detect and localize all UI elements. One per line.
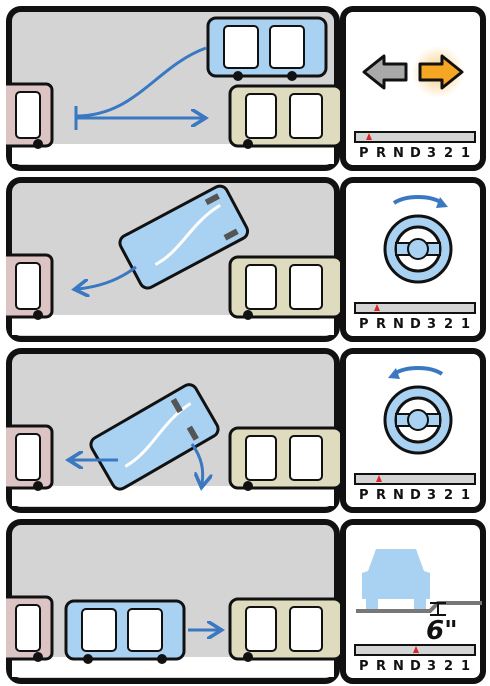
gear-letter: R xyxy=(376,659,386,674)
gear-letter: P xyxy=(359,317,369,332)
rear-parked-car xyxy=(6,255,52,320)
street-scene xyxy=(6,9,342,168)
gear-letter: 3 xyxy=(427,146,436,161)
gear-letter: 2 xyxy=(444,659,453,674)
step-3-instruction-card: P R N D 3 2 1 xyxy=(343,351,483,510)
gear-letter: D xyxy=(410,659,421,674)
gear-letter: D xyxy=(410,317,421,332)
steering-wheel-icon xyxy=(385,216,451,282)
step-2-panel: P R N D 3 2 1 xyxy=(6,177,486,342)
front-parked-car xyxy=(230,257,342,320)
gear-letter: 1 xyxy=(461,488,470,503)
gear-letter: 2 xyxy=(444,146,453,161)
front-parked-car xyxy=(230,599,342,662)
gear-letter: P xyxy=(359,659,369,674)
gear-letter: 3 xyxy=(427,488,436,503)
curb-gap-label: 6" xyxy=(426,616,458,646)
gear-letter: 3 xyxy=(427,317,436,332)
gear-letter: N xyxy=(393,317,404,332)
maneuvering-car xyxy=(208,18,326,81)
gear-letter: 1 xyxy=(461,146,470,161)
step-2-instruction-card: P R N D 3 2 1 xyxy=(343,180,483,339)
gear-letter: R xyxy=(376,146,386,161)
gear-letter: 2 xyxy=(444,317,453,332)
rear-parked-car xyxy=(6,426,52,491)
maneuvering-car xyxy=(66,601,184,664)
gear-letter: P xyxy=(359,488,369,503)
step-1-panel: P R N D 3 2 1 xyxy=(6,6,486,171)
gear-letter: N xyxy=(393,659,404,674)
rear-parked-car xyxy=(6,597,52,662)
street-scene xyxy=(6,180,342,339)
street-scene xyxy=(6,351,342,510)
gear-letter: 3 xyxy=(427,659,436,674)
gear-letter: D xyxy=(410,488,421,503)
gear-letter: 2 xyxy=(444,488,453,503)
step-1-instruction-card: P R N D 3 2 1 xyxy=(343,9,483,168)
steering-wheel-icon xyxy=(385,387,451,453)
street-scene xyxy=(6,522,342,681)
rear-parked-car xyxy=(6,84,52,149)
gear-letter: D xyxy=(410,146,421,161)
gear-letter: R xyxy=(376,488,386,503)
gear-letter: R xyxy=(376,317,386,332)
gear-letter: 1 xyxy=(461,659,470,674)
gear-letter: P xyxy=(359,146,369,161)
front-parked-car xyxy=(230,428,342,491)
gear-letter: N xyxy=(393,146,404,161)
step-3-panel: P R N D 3 2 1 xyxy=(6,348,486,513)
gear-letter: N xyxy=(393,488,404,503)
front-parked-car xyxy=(230,86,342,149)
step-4-instruction-card: 6" P R N D 3 2 1 xyxy=(343,522,483,681)
step-4-panel: 6" P R N D 3 2 1 xyxy=(6,519,486,684)
gear-letter: 1 xyxy=(461,317,470,332)
